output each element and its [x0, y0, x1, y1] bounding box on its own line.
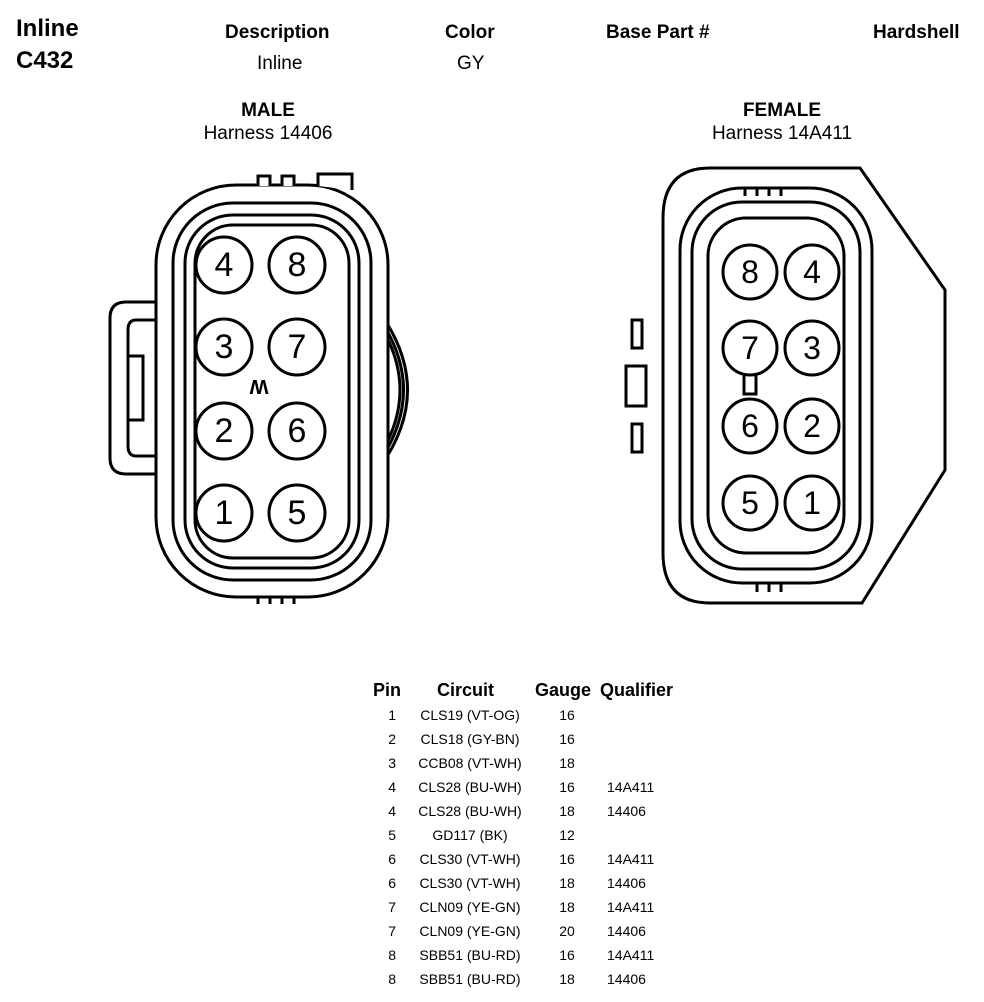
female-pin-label: 6 — [741, 408, 759, 444]
female-pin-label: 4 — [803, 254, 821, 290]
female-pin-hole — [721, 474, 779, 532]
table-cell-pin: 5 — [388, 827, 396, 843]
color-value: GY — [457, 53, 485, 74]
table-cell-gauge: 16 — [559, 947, 575, 963]
table-cell-qualifier: 14A411 — [607, 851, 655, 867]
table-cell-qualifier: 14406 — [607, 971, 646, 987]
female-harness: Harness 14A411 — [711, 123, 853, 144]
male-pin-hole — [194, 401, 254, 461]
male-pin-hole — [267, 401, 327, 461]
hardshell-header: Hardshell — [873, 22, 960, 43]
female-pin-label: 7 — [741, 330, 759, 366]
table-cell-qualifier: 14A411 — [607, 947, 655, 963]
female-pin-holes — [721, 243, 841, 532]
male-pin-label: 2 — [215, 412, 234, 450]
male-pin-label: 1 — [215, 494, 234, 532]
male-connector-diagram: 4 8 3 7 2 6 1 5 W — [108, 172, 409, 604]
table-cell-gauge: 16 — [559, 851, 575, 867]
table-cell-pin: 7 — [388, 923, 396, 939]
table-cell-circuit: GD117 (BK) — [432, 827, 508, 843]
table-cell-circuit: CLS28 (BU-WH) — [418, 803, 522, 819]
female-pin-label: 2 — [803, 408, 821, 444]
male-pin-label: 6 — [288, 412, 307, 450]
table-cell-pin: 7 — [388, 899, 396, 915]
table-cell-circuit: CLN09 (YE-GN) — [419, 899, 521, 915]
table-cell-gauge: 20 — [559, 923, 575, 939]
table-cell-gauge: 18 — [559, 803, 575, 819]
table-cell-pin: 8 — [388, 971, 396, 987]
male-pin-label: 5 — [288, 494, 307, 532]
base-part-header: Base Part # — [606, 22, 710, 43]
male-pin-hole — [267, 483, 327, 543]
male-pin-label: 8 — [288, 246, 307, 284]
table-cell-pin: 1 — [388, 707, 396, 723]
female-pin-hole — [783, 243, 841, 301]
female-pin-hole — [783, 474, 841, 532]
table-cell-qualifier: 14406 — [607, 923, 646, 939]
female-pin-hole — [783, 397, 841, 455]
male-keying-mark: W — [249, 375, 268, 397]
table-cell-pin: 2 — [388, 731, 396, 747]
male-pin-label: 7 — [288, 328, 307, 366]
female-pin-hole — [721, 319, 779, 377]
table-cell-gauge: 16 — [559, 779, 575, 795]
table-cell-circuit: SBB51 (BU-RD) — [419, 971, 521, 987]
male-pin-label: 4 — [215, 246, 234, 284]
male-harness: Harness 14406 — [203, 123, 333, 144]
circuit-column-header: Circuit — [437, 680, 495, 700]
female-pin-label: 8 — [741, 254, 759, 290]
male-pin-hole — [194, 317, 254, 377]
male-pin-label: 3 — [215, 328, 234, 366]
connector-id: C432 — [16, 47, 74, 74]
table-cell-circuit: CLS28 (BU-WH) — [418, 779, 522, 795]
table-cell-circuit: CLS30 (VT-WH) — [419, 875, 521, 891]
table-cell-gauge: 16 — [559, 731, 575, 747]
table-cell-circuit: CLS30 (VT-WH) — [419, 851, 521, 867]
table-cell-gauge: 18 — [559, 875, 575, 891]
table-cell-pin: 3 — [388, 755, 396, 771]
table-cell-gauge: 18 — [559, 755, 575, 771]
description-value: Inline — [257, 53, 303, 74]
pin-column-header: Pin — [373, 680, 402, 700]
table-cell-pin: 6 — [388, 851, 396, 867]
table-cell-pin: 6 — [388, 875, 396, 891]
female-connector-body — [624, 166, 947, 605]
qualifier-column-header: Qualifier — [600, 680, 674, 700]
table-cell-pin: 8 — [388, 947, 396, 963]
table-cell-circuit: CCB08 (VT-WH) — [418, 755, 522, 771]
table-cell-qualifier: 14A411 — [607, 779, 655, 795]
description-header: Description — [225, 22, 330, 43]
female-pin-label: 3 — [803, 330, 821, 366]
female-pin-hole — [721, 397, 779, 455]
table-cell-gauge: 18 — [559, 899, 575, 915]
color-header: Color — [445, 22, 495, 43]
table-cell-gauge: 12 — [559, 827, 575, 843]
female-pin-hole — [783, 319, 841, 377]
male-pin-hole — [267, 317, 327, 377]
table-cell-pin: 4 — [388, 779, 396, 795]
table-cell-qualifier: 14406 — [607, 803, 646, 819]
table-cell-circuit: SBB51 (BU-RD) — [419, 947, 521, 963]
male-pin-hole — [194, 483, 254, 543]
connector-name: Inline — [16, 15, 79, 42]
table-cell-pin: 4 — [388, 803, 396, 819]
male-pin-holes — [194, 235, 327, 543]
table-cell-circuit: CLS18 (GY-BN) — [420, 731, 520, 747]
table-cell-gauge: 16 — [559, 707, 575, 723]
female-connector-diagram: 8 4 7 3 6 2 5 1 — [624, 166, 947, 605]
female-pin-label: 5 — [741, 485, 759, 521]
female-pin-label: 1 — [803, 485, 821, 521]
table-cell-circuit: CLS19 (VT-OG) — [420, 707, 520, 723]
male-pin-hole — [194, 235, 254, 295]
female-pin-hole — [721, 243, 779, 301]
female-title: FEMALE — [742, 100, 822, 121]
male-title: MALE — [241, 100, 295, 121]
table-cell-qualifier: 14406 — [607, 875, 646, 891]
gauge-column-header: Gauge — [535, 680, 592, 700]
table-cell-qualifier: 14A411 — [607, 899, 655, 915]
table-cell-circuit: CLN09 (YE-GN) — [419, 923, 521, 939]
table-cell-gauge: 18 — [559, 971, 575, 987]
male-pin-hole — [267, 235, 327, 295]
